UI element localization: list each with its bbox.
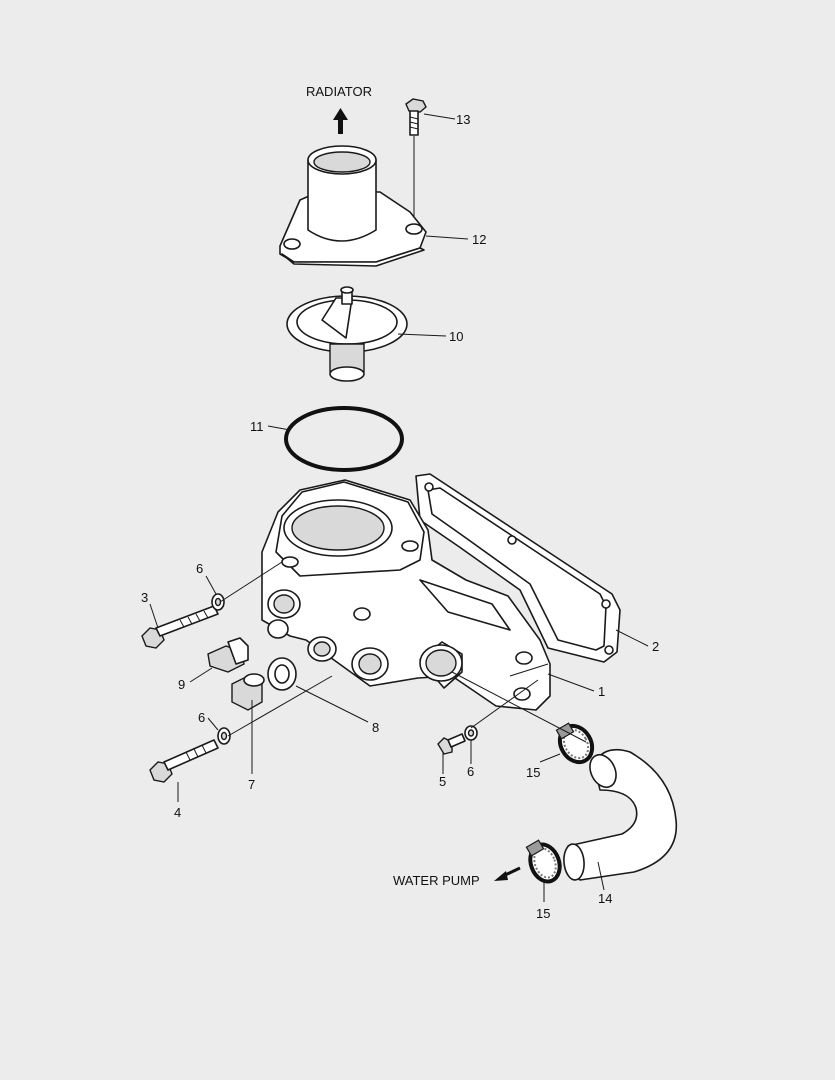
thermostat-10 [286, 286, 408, 382]
leader-lines [149, 113, 649, 902]
callout-8: 8 [372, 720, 379, 735]
water-pump-arrow-icon [494, 866, 521, 881]
water-pump-label: WATER PUMP [393, 873, 480, 888]
radiator-label: RADIATOR [306, 84, 372, 99]
callout-10: 10 [449, 329, 463, 344]
hose-14 [563, 748, 678, 881]
callout-15-lower: 15 [536, 906, 550, 921]
washer-6-lower [217, 727, 231, 745]
bolt-4 [149, 739, 219, 783]
callout-6-right: 6 [467, 764, 474, 779]
hose-clamp-15-lower [525, 839, 562, 884]
gasket-2 [415, 473, 621, 663]
callout-5: 5 [439, 774, 446, 789]
radiator-arrow-icon [333, 108, 348, 134]
callout-6-upper: 6 [196, 561, 203, 576]
callout-1: 1 [598, 684, 605, 699]
o-ring-11 [284, 406, 404, 472]
callout-11: 11 [250, 419, 264, 434]
seal-washer-8 [267, 657, 297, 691]
plug-7 [231, 673, 265, 711]
callout-14: 14 [598, 891, 612, 906]
washer-6-upper [211, 593, 225, 611]
callout-13: 13 [456, 112, 470, 127]
thermostat-cover-12 [279, 145, 427, 267]
callout-12: 12 [472, 232, 486, 247]
callout-3: 3 [141, 590, 148, 605]
plug-9 [207, 637, 249, 673]
callout-6-lower: 6 [198, 710, 205, 725]
callout-4: 4 [174, 805, 181, 820]
bolt-3 [141, 605, 219, 649]
hose-clamp-15-upper [555, 722, 595, 765]
callout-7: 7 [248, 777, 255, 792]
bolt-5 [437, 733, 466, 755]
callout-9: 9 [178, 677, 185, 692]
callout-2: 2 [652, 639, 659, 654]
bolt-13 [405, 98, 427, 232]
washer-6-right [464, 725, 478, 741]
thermostat-housing-1 [261, 479, 551, 711]
callout-15-upper: 15 [526, 765, 540, 780]
